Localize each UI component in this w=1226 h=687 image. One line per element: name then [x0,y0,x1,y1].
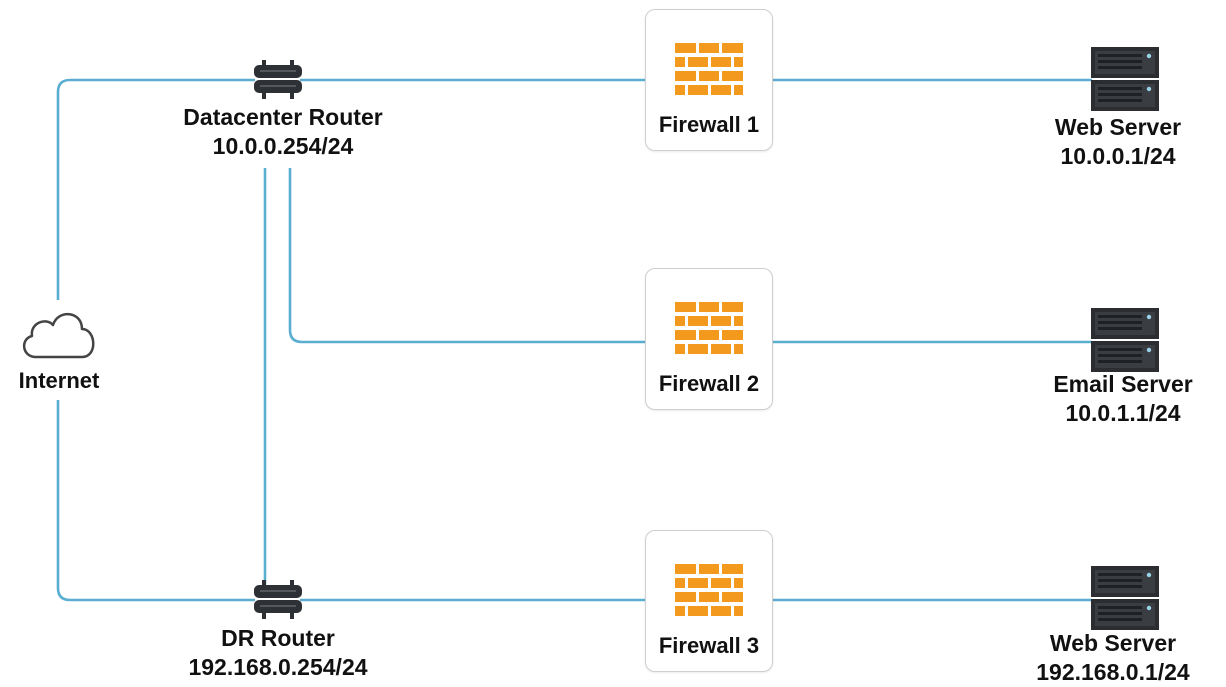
internet-label: Internet [18,368,100,393]
firewall-3-card[interactable]: Firewall 3 [645,530,773,672]
server-icon[interactable] [1090,307,1160,378]
email-server-ip: 10.0.1.1/24 [1065,400,1181,426]
server-icon[interactable] [1090,46,1160,117]
link-datacenter-router-firewall-2 [288,168,645,344]
firewall-2-label: Firewall 2 [658,371,760,396]
web-server-2-name: Web Server [1049,630,1177,656]
firewall-icon [675,43,743,95]
link-internet-datacenter-router [56,78,255,300]
web-server-2-label: Web Server 192.168.0.1/24 [1000,629,1226,687]
datacenter-router-name: Datacenter Router [183,104,383,130]
email-server-name: Email Server [1053,371,1193,397]
firewall-icon [675,302,743,354]
firewall-1-label: Firewall 1 [658,112,760,137]
web-server-1-label: Web Server 10.0.0.1/24 [1000,113,1226,171]
router-icon[interactable] [252,58,304,107]
email-server-label: Email Server 10.0.1.1/24 [1005,370,1226,428]
router-icon[interactable] [252,578,304,627]
cloud-icon [16,305,100,368]
server-icon[interactable] [1090,565,1160,636]
datacenter-router-label: Datacenter Router 10.0.0.254/24 [153,103,413,161]
web-server-2-ip: 192.168.0.1/24 [1036,659,1190,685]
firewall-2-card[interactable]: Firewall 2 [645,268,773,410]
firewall-1-card[interactable]: Firewall 1 [645,9,773,151]
dr-router-label: DR Router 192.168.0.254/24 [148,624,408,682]
link-internet-dr-router [56,400,255,602]
web-server-1-name: Web Server [1054,114,1182,140]
firewall-icon [675,564,743,616]
dr-router-ip: 192.168.0.254/24 [188,654,368,680]
dr-router-name: DR Router [221,625,335,651]
web-server-1-ip: 10.0.0.1/24 [1060,143,1176,169]
datacenter-router-ip: 10.0.0.254/24 [212,133,354,159]
firewall-3-label: Firewall 3 [658,633,760,658]
